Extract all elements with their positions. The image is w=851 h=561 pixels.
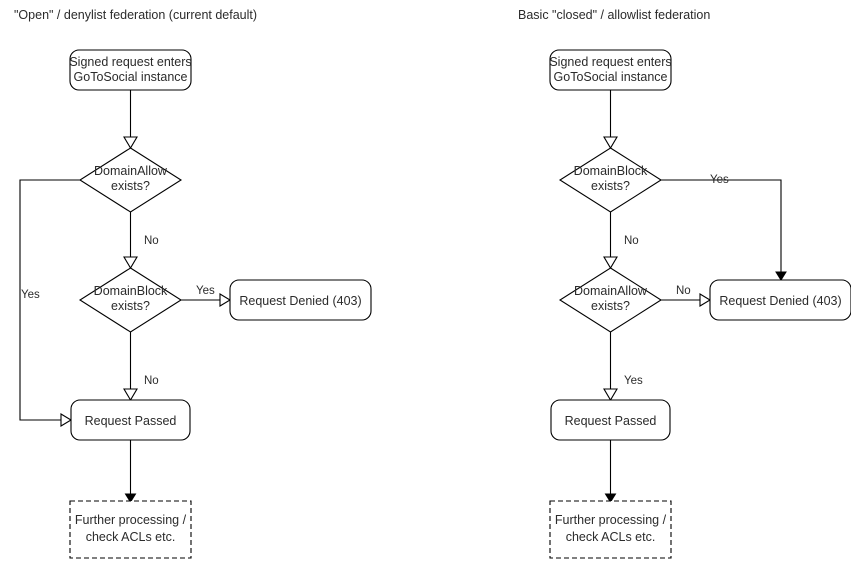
node-decision-domainblock-right-line2: exists? [591, 179, 630, 193]
edge-label-block-no-left: No [144, 375, 159, 387]
node-entry-left: Signed request enters GoToSocial instanc… [69, 49, 192, 91]
edge-passed-to-further-left [124, 440, 137, 503]
arrowhead-open-icon [123, 388, 138, 402]
edge-allow-yes-left: Yes [19, 179, 80, 427]
edge-allow-no-right: No [661, 285, 712, 307]
arrowhead-open-icon [60, 413, 73, 427]
panel-title-closed-allowlist: Basic "closed" / allowlist federation [518, 8, 710, 22]
node-request-passed-right: Request Passed [550, 399, 671, 441]
edge-allow-yes-right: Yes [603, 332, 643, 402]
node-further-processing-right-line1: Further processing / [555, 513, 667, 527]
node-decision-domainblock-left-line1: DomainBlock [94, 284, 168, 298]
edge-entry-to-allow-left [123, 90, 138, 150]
edge-block-yes-left: Yes [181, 285, 232, 307]
edge-block-no-left: No [123, 332, 159, 402]
node-decision-domainallow-right-line2: exists? [591, 299, 630, 313]
edge-label-allow-no-right: No [676, 285, 691, 297]
node-decision-domainallow-left-line1: DomainAllow [94, 164, 168, 178]
node-request-passed-left: Request Passed [70, 399, 191, 441]
node-entry-right-line1: Signed request enters [549, 55, 671, 69]
edge-block-yes-right: Yes [661, 174, 787, 281]
edge-block-no-right: No [603, 212, 639, 270]
edge-label-allow-yes-right: Yes [624, 375, 643, 387]
node-further-processing-right-shape [549, 500, 672, 559]
arrowhead-open-icon [123, 136, 138, 150]
edge-label-allow-no-left: No [144, 235, 159, 247]
edge-allow-no-left: No [123, 212, 159, 270]
node-request-denied-right-label: Request Denied (403) [719, 294, 841, 308]
arrowhead-filled-icon [604, 493, 617, 503]
node-further-processing-right: Further processing / check ACLs etc. [549, 500, 672, 559]
panel-title-open-denylist: "Open" / denylist federation (current de… [14, 8, 257, 22]
node-request-denied-left: Request Denied (403) [229, 279, 372, 321]
panel-closed-allowlist: Basic "closed" / allowlist federation Si… [518, 8, 851, 559]
node-further-processing-left-line2: check ACLs etc. [86, 530, 176, 544]
edge-entry-to-block-right [603, 90, 618, 150]
edge-passed-to-further-right [604, 440, 617, 503]
edge-label-block-yes-left: Yes [196, 285, 215, 297]
node-decision-domainallow-right-line1: DomainAllow [574, 284, 648, 298]
node-decision-domainallow-left-line2: exists? [111, 179, 150, 193]
node-further-processing-left-line1: Further processing / [75, 513, 187, 527]
node-request-denied-right-shape [709, 279, 851, 321]
arrowhead-open-icon [123, 256, 138, 270]
node-request-denied-left-shape [229, 279, 372, 321]
arrowhead-open-icon [603, 256, 618, 270]
node-decision-domainblock-left: DomainBlock exists? [78, 267, 183, 333]
node-further-processing-left-shape [69, 500, 192, 559]
edge-label-block-yes-right: Yes [710, 174, 729, 186]
arrowhead-open-icon [699, 293, 712, 307]
arrowhead-open-icon [603, 136, 618, 150]
node-further-processing-left: Further processing / check ACLs etc. [69, 500, 192, 559]
arrowhead-filled-icon [124, 493, 137, 503]
node-entry-left-line2: GoToSocial instance [74, 70, 188, 84]
arrowhead-open-icon [603, 388, 618, 402]
node-request-denied-left-label: Request Denied (403) [239, 294, 361, 308]
node-decision-domainblock-left-line2: exists? [111, 299, 150, 313]
node-further-processing-right-line2: check ACLs etc. [566, 530, 656, 544]
node-entry-right: Signed request enters GoToSocial instanc… [549, 49, 672, 91]
node-entry-left-line1: Signed request enters [69, 55, 191, 69]
node-entry-right-line2: GoToSocial instance [554, 70, 668, 84]
edge-label-block-no-right: No [624, 235, 639, 247]
node-decision-domainallow-left: DomainAllow exists? [78, 147, 183, 213]
node-request-passed-right-label: Request Passed [565, 414, 657, 428]
node-decision-domainallow-right: DomainAllow exists? [558, 267, 663, 333]
panel-open-denylist: "Open" / denylist federation (current de… [14, 8, 372, 559]
node-decision-domainblock-right-line1: DomainBlock [574, 164, 648, 178]
edge-label-allow-yes-left: Yes [21, 289, 40, 301]
node-request-passed-left-label: Request Passed [85, 414, 177, 428]
arrowhead-filled-icon [775, 271, 787, 281]
arrowhead-open-icon [219, 293, 232, 307]
node-request-denied-right: Request Denied (403) [709, 279, 851, 321]
node-decision-domainblock-right: DomainBlock exists? [558, 147, 663, 213]
